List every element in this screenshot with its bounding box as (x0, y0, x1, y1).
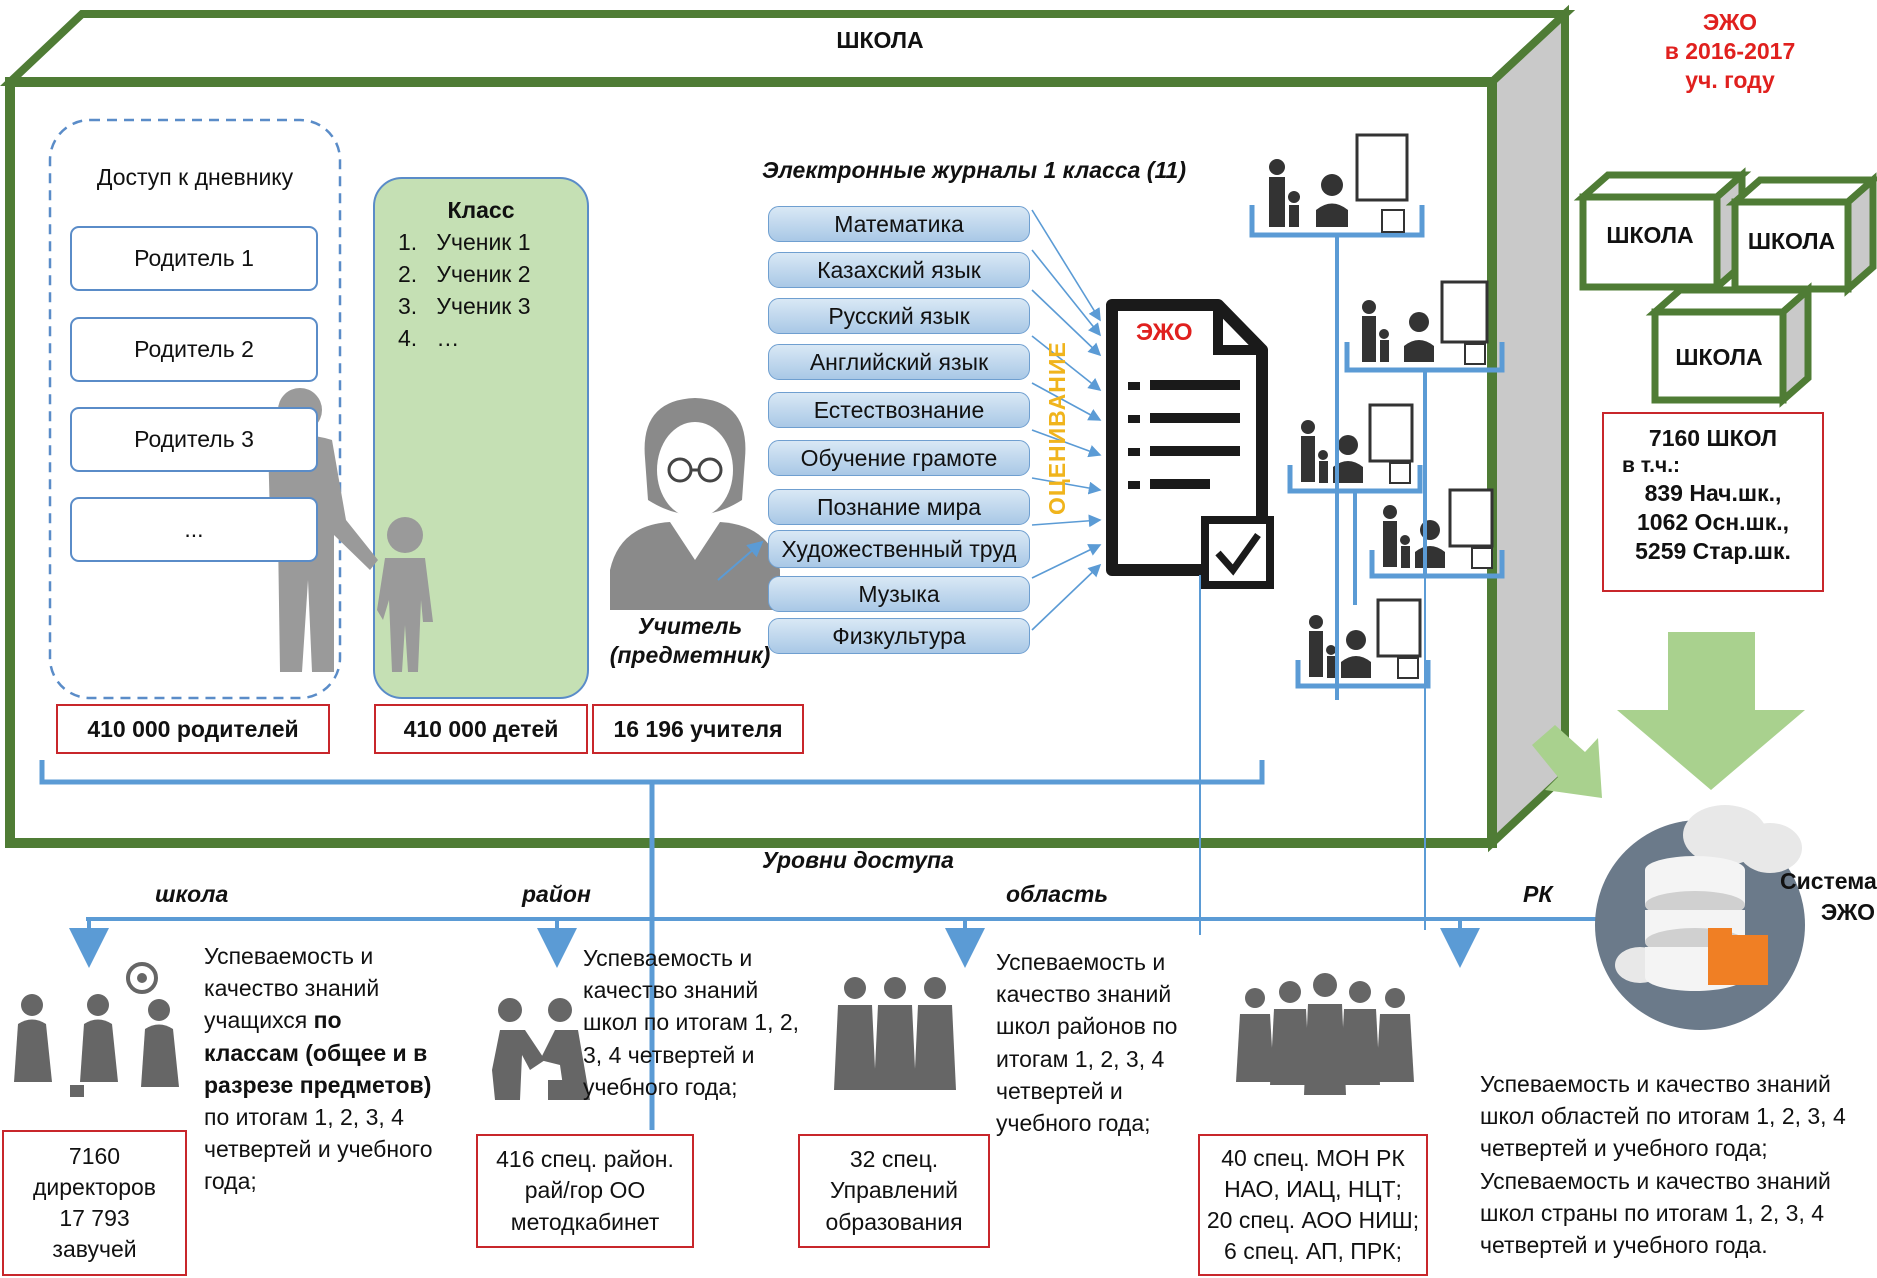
access-arrows (69, 919, 1480, 968)
rk-level-desc: Успеваемость и качество знаний школ обла… (1480, 1071, 1846, 1258)
class-box (373, 177, 589, 699)
subject-russian: Русский язык (768, 298, 1030, 334)
journals-title: Электронные журналы 1 класса (11) (762, 157, 1186, 183)
student-1: 1. Ученик 1 (398, 229, 531, 255)
school-title: ШКОЛА (836, 27, 924, 53)
school-level-box: 7160 директоров 17 793 завучей (2, 1130, 187, 1276)
school-level-desc: Успеваемость и качество знаний учащихся … (204, 943, 433, 1195)
subject-science: Естествознание (768, 392, 1030, 428)
children-count-box: 410 000 детей (374, 704, 588, 754)
subject-kazakh: Казахский язык (768, 252, 1030, 288)
diary-group (48, 118, 342, 700)
subject-music: Музыка (768, 576, 1030, 612)
schools-count-box: 7160 ШКОЛ в т.ч.: 839 Нач.шк., 1062 Осн.… (1602, 412, 1824, 592)
system-label: Система ЭЖО (1780, 868, 1877, 926)
region-level-desc: Успеваемость и качество знаний школ райо… (996, 949, 1178, 1136)
teacher-label: Учитель (предметник) (609, 613, 771, 668)
parent-box-2: Родитель 2 (70, 317, 318, 382)
document-icon (1106, 299, 1274, 589)
mini-school-label-1: ШКОЛА (1606, 222, 1694, 248)
rk-level-box: 40 спец. МОН РК НАО, ИАЦ, НЦТ; 20 спец. … (1198, 1134, 1428, 1276)
class-title: Класс (447, 197, 515, 223)
rk-level-people (1236, 973, 1414, 1095)
level-rk: РК (1523, 881, 1553, 907)
subject-english: Английский язык (768, 344, 1030, 380)
green-diag-arrow (1532, 725, 1602, 798)
parents-count-box: 410 000 родителей (56, 704, 330, 754)
ejo-year-label: ЭЖО в 2016-2017 уч. году (1664, 9, 1796, 93)
green-down-arrow (1617, 632, 1805, 790)
region-level-box: 32 спец. Управлений образования (798, 1134, 990, 1248)
ejo-system-icon (1595, 805, 1805, 1030)
subject-math: Математика (768, 206, 1030, 242)
district-level-people (492, 998, 590, 1100)
district-level-desc: Успеваемость и качество знаний школ по и… (583, 945, 800, 1100)
student-more: 4. … (398, 325, 460, 351)
mini-school-label-3: ШКОЛА (1675, 344, 1763, 370)
level-school: школа (155, 881, 229, 907)
region-level-people (834, 977, 956, 1090)
teachers-count-box: 16 196 учителя (592, 704, 804, 754)
document-ejo-label: ЭЖО (1136, 319, 1193, 346)
parent-box-3: Родитель 3 (70, 407, 318, 472)
subject-world: Познание мира (768, 489, 1030, 525)
level-region: область (1006, 881, 1108, 907)
assessment-label: ОЦЕНИВАНИЕ (1044, 341, 1070, 515)
diary-title: Доступ к дневнику (96, 164, 294, 190)
subject-pe: Физкультура (768, 618, 1030, 654)
access-title: Уровни доступа (762, 847, 954, 873)
district-level-box: 416 спец. район. рай/гор ОО методкабинет (476, 1134, 694, 1248)
teacher-icon (610, 398, 780, 610)
subject-art: Художественный труд (768, 530, 1030, 568)
mini-school-boxes (1573, 167, 1877, 408)
subject-literacy: Обучение грамоте (768, 440, 1030, 476)
parent-box-1: Родитель 1 (70, 226, 318, 291)
subject-arrows (1031, 209, 1102, 631)
school-shelves (1249, 133, 1505, 689)
student-3: 3. Ученик 3 (398, 293, 531, 319)
parent-box-more: ... (70, 497, 318, 562)
mini-school-label-2: ШКОЛА (1747, 228, 1836, 254)
level-district: район (522, 881, 591, 907)
school-level-people (14, 962, 179, 1097)
student-2: 2. Ученик 2 (398, 261, 531, 287)
